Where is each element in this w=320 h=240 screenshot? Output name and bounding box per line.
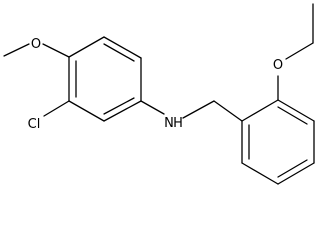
bond-ring2-c5-c6 [277, 99, 315, 122]
bond-ring2-c2-c3 [241, 162, 279, 185]
bond-ring1-c5-c6 [68, 100, 105, 122]
atom-label-o-ethoxy: O [273, 58, 283, 73]
structure-diagram: O Cl N H O [3, 3, 315, 185]
bond-c-cl [43, 100, 70, 117]
bond-ring2-c6-c1 [241, 99, 279, 122]
bond-ring2-inner-2 [277, 159, 308, 178]
atom-label-n: N [164, 116, 174, 131]
atom-label-h: H [173, 116, 183, 131]
bond-o-ring [42, 43, 70, 58]
structure-drawing: O Cl N H O [3, 3, 315, 185]
bond-ring1-c1-c2 [68, 36, 105, 58]
bond-ring-n [140, 100, 165, 115]
bond-n-ch2 [182, 100, 215, 119]
atom-label-cl: Cl [28, 117, 41, 132]
bond-ring2-c3-c4 [277, 162, 315, 185]
bond-ring1-inner-2 [103, 97, 135, 115]
bond-methyl-o [3, 43, 30, 57]
atom-label-o-methoxy: O [31, 37, 41, 52]
bond-ring1-inner-1 [103, 43, 135, 62]
bond-o-ch2-ethyl [285, 42, 314, 60]
bond-ch2-ring [213, 100, 243, 122]
bond-ring1-c2-c3 [103, 36, 142, 59]
bond-ring2-inner-3 [277, 106, 308, 125]
bond-ring1-c4-c5 [103, 100, 142, 122]
